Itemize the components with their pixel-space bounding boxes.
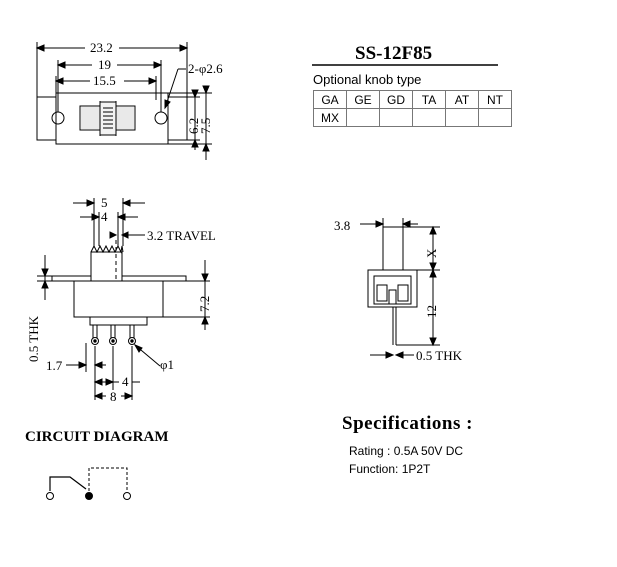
knob-table-row: MX xyxy=(313,108,512,127)
knob-cell xyxy=(478,108,512,127)
dim-end-height: 12 xyxy=(424,305,439,318)
dim-side-thk: 0.5 THK xyxy=(26,316,41,362)
dim-knob-outer: 5 xyxy=(101,195,108,210)
knob-cell: TA xyxy=(412,90,446,109)
top-view-outline xyxy=(36,92,188,145)
top-view-dimension-lines xyxy=(35,42,212,160)
knob-cell xyxy=(379,108,413,127)
dim-travel: 3.2 TRAVEL xyxy=(147,228,216,243)
dim-pin-diameter: φ1 xyxy=(160,357,175,372)
dim-end-thk: 0.5 THK xyxy=(416,348,462,363)
knob-cell: GE xyxy=(346,90,380,109)
specifications-title: Specifications : xyxy=(342,413,473,434)
knob-cell xyxy=(346,108,380,127)
knob-cell: NT xyxy=(478,90,512,109)
dim-knob-width: 3.8 xyxy=(334,218,351,233)
end-view-outline xyxy=(367,226,418,345)
dim-knob-inner: 4 xyxy=(101,209,108,224)
dim-hole-spacing: 19 xyxy=(98,57,111,72)
dim-inner-width: 15.5 xyxy=(93,73,116,88)
dim-pin-span: 8 xyxy=(110,389,117,404)
dim-side-height: 7.2 xyxy=(197,295,212,312)
circuit-diagram-title: CIRCUIT DIAGRAM xyxy=(25,429,169,445)
knob-cell: GD xyxy=(379,90,413,109)
dim-outer-height: 7.5 xyxy=(198,117,213,134)
side-view-dimension-lines xyxy=(37,198,210,400)
knob-table-row: GA GE GD TA AT NT xyxy=(313,90,512,109)
dim-pin-offset: 1.7 xyxy=(46,358,63,373)
dim-pin-pitch: 4 xyxy=(122,374,129,389)
spec-rating: Rating : 0.5A 50V DC xyxy=(349,444,464,458)
end-view-dimension-lines xyxy=(360,218,440,359)
knob-cell xyxy=(445,108,479,127)
spec-function: Function: 1P2T xyxy=(349,462,431,476)
knob-cell xyxy=(412,108,446,127)
knob-cell: MX xyxy=(313,108,347,127)
knob-type-table: GA GE GD TA AT NT MX xyxy=(313,90,512,127)
dim-overall-width: 23.2 xyxy=(90,40,113,55)
circuit-schematic xyxy=(46,467,131,500)
dim-x: X xyxy=(424,248,439,258)
knob-cell: GA xyxy=(313,90,347,109)
part-number: SS-12F85 xyxy=(355,43,433,64)
side-view-outline xyxy=(51,240,187,345)
knob-table-title: Optional knob type xyxy=(313,72,422,87)
dim-hole-diameter: 2-φ2.6 xyxy=(188,61,223,76)
knob-cell: AT xyxy=(445,90,479,109)
